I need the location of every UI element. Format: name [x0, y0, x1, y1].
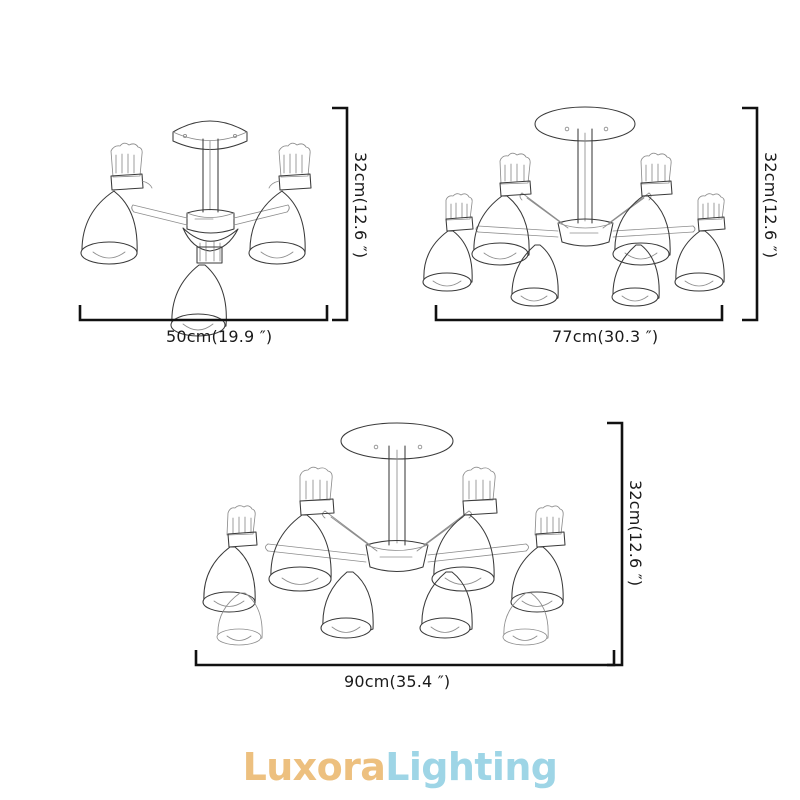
arm-right [233, 204, 290, 226]
arms [475, 192, 696, 238]
lamp-side-left [422, 193, 474, 292]
lamp-side-right [510, 505, 566, 613]
arms [265, 510, 529, 563]
variant-10-light-figure [182, 415, 612, 680]
variant-3-light-width-label: 50cm(19.9 ″) [166, 327, 273, 346]
drop-rod [388, 445, 406, 546]
brand-name-secondary: Lighting [385, 745, 558, 789]
center-hub [557, 218, 614, 247]
lamp-outer-left-back [216, 592, 263, 646]
lamp-left [80, 142, 153, 265]
drop-rod [577, 128, 593, 224]
lamp-front-right [611, 244, 660, 307]
variant-8-light-figure [422, 95, 740, 350]
variant-3-light-height-label: 32cm(12.6 ″) [351, 152, 370, 259]
variant-10-light-width-label: 90cm(35.4 ″) [344, 672, 451, 691]
brand-name-primary: Luxora [242, 745, 386, 789]
height-bracket-8-light [742, 106, 759, 322]
variant-10-light-drawing [202, 422, 566, 646]
ceiling-mount [172, 120, 248, 150]
variant-3-light-drawing [80, 120, 312, 337]
drop-rod [202, 138, 219, 213]
variant-8-light-height-label: 32cm(12.6 ″) [761, 152, 780, 259]
center-hub [365, 539, 429, 573]
center-hub [186, 208, 235, 234]
variant-3-light-figure [75, 95, 365, 350]
arm-left [131, 204, 188, 226]
variant-10-light-height-label: 32cm(12.6 ″) [626, 480, 645, 587]
lamp-upper-left [471, 152, 532, 266]
lamp-upper-right [431, 466, 498, 592]
lamp-right [248, 142, 312, 265]
lamp-front-right [419, 571, 473, 639]
lamp-center [170, 227, 239, 337]
lamp-front-left [510, 244, 559, 307]
lamp-side-left [202, 505, 258, 613]
lamp-front-left [320, 571, 374, 639]
lamp-outer-right-back [502, 592, 549, 646]
lamp-side-right [674, 193, 726, 292]
variant-8-light-drawing [422, 106, 726, 307]
variant-8-light-width-label: 77cm(30.3 ″) [552, 327, 659, 346]
lamp-upper-right [612, 152, 673, 266]
brand-logo: LuxoraLighting [0, 748, 800, 786]
lamp-upper-left [268, 466, 335, 592]
